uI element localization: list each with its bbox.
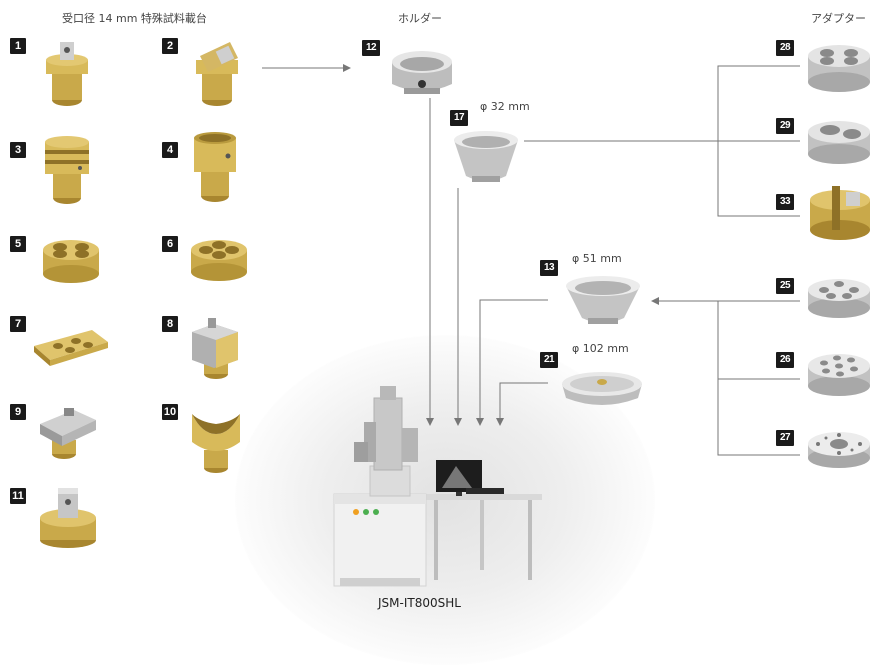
stub-6-image (186, 232, 252, 288)
holder-number: 13 (540, 260, 558, 276)
instrument-model-label: JSM-IT800SHL (378, 596, 461, 610)
sem-instrument-image (330, 382, 550, 592)
adapter-number: 27 (776, 430, 794, 446)
adapter-number: 33 (776, 194, 794, 210)
stub-number: 7 (10, 316, 26, 332)
stub-number: 3 (10, 142, 26, 158)
holder-17-image (448, 128, 524, 190)
adapter-27-image (804, 422, 874, 482)
holder-number: 12 (362, 40, 380, 56)
stub-9-image (34, 400, 104, 464)
adapter-header: アダプター (811, 10, 866, 26)
holder-21-image (556, 362, 648, 414)
holder-17-diameter: φ 32 mm (480, 100, 530, 113)
holder-number: 17 (450, 110, 468, 126)
stubs-header: 受口径 14 mm 特殊試料載台 (62, 10, 207, 26)
stub-number: 9 (10, 404, 26, 420)
stub-5-image (38, 232, 104, 288)
adapter-number: 26 (776, 352, 794, 368)
stub-number: 1 (10, 38, 26, 54)
stub-2-image (190, 36, 244, 110)
adapter-number: 29 (776, 118, 794, 134)
stub-4-image (188, 130, 242, 204)
stub-7-image (28, 316, 112, 368)
holder-21-diameter: φ 102 mm (572, 342, 629, 355)
stub-10-image (186, 400, 250, 476)
adapter-33-image (806, 180, 874, 246)
adapter-number: 25 (776, 278, 794, 294)
stub-number: 2 (162, 38, 178, 54)
stub-number: 5 (10, 236, 26, 252)
stub-number: 6 (162, 236, 178, 252)
adapter-26-image (804, 346, 874, 406)
stub-1-image (40, 38, 94, 110)
adapter-number: 28 (776, 40, 794, 56)
holder-13-image (560, 272, 646, 332)
holder-header: ホルダー (398, 10, 442, 26)
adapter-29-image (804, 112, 874, 174)
stub-3-image (40, 134, 94, 206)
holder-13-diameter: φ 51 mm (572, 252, 622, 265)
adapter-28-image (804, 38, 874, 100)
stub-8-image (184, 314, 246, 384)
stub-number: 8 (162, 316, 178, 332)
stub-number: 10 (162, 404, 178, 420)
adapter-25-image (804, 272, 874, 328)
stub-number: 11 (10, 488, 26, 504)
stub-11-image (34, 480, 104, 550)
holder-12-image (386, 40, 458, 100)
stub-number: 4 (162, 142, 178, 158)
